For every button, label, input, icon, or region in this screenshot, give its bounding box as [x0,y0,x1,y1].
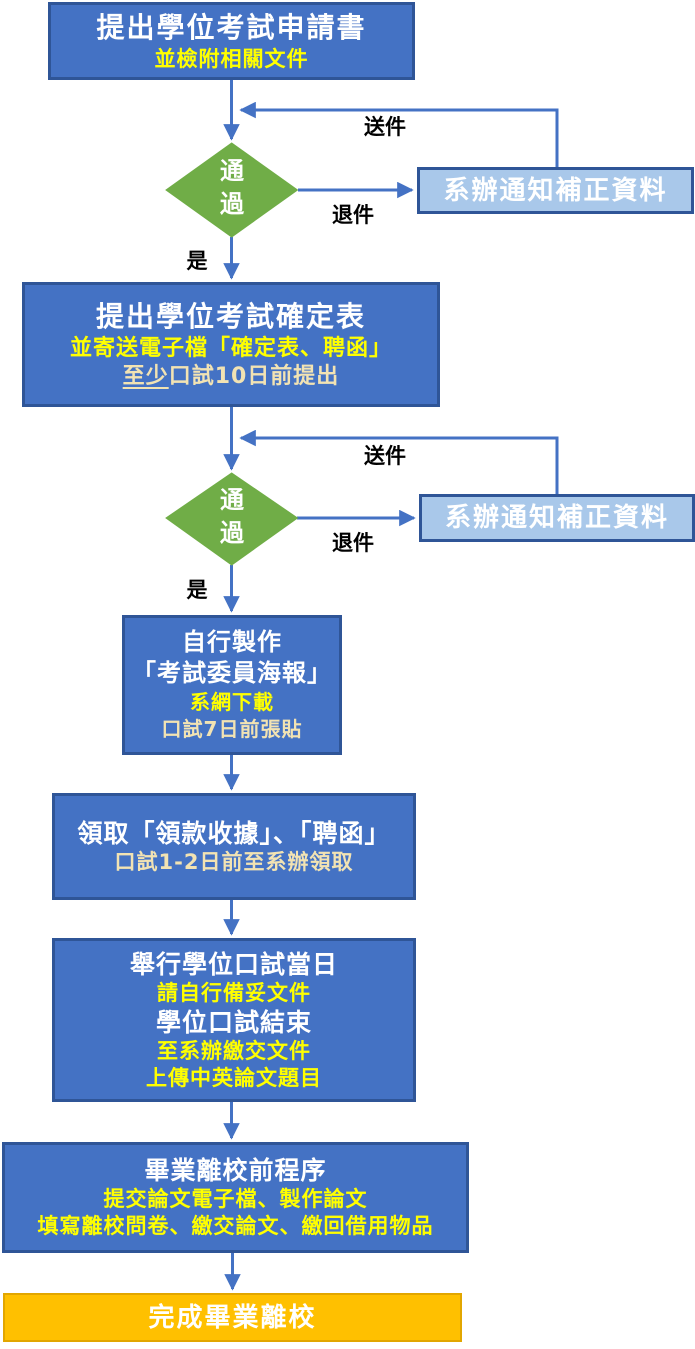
decision1-label: 通過 [220,157,244,218]
step1-note: 並檢附相關文件 [154,47,309,71]
notify2-box: 系辦通知補正資料 [419,494,695,542]
step3-note2: 口試7日前張貼 [161,717,303,741]
resubmit-label-1: 送件 [364,115,406,139]
step3-title-line1: 自行製作 [182,628,282,656]
final-box: 完成畢業離校 [3,1293,462,1342]
step5-line2: 請自行備妥文件 [157,980,311,1005]
step3-note1: 系網下載 [190,690,274,714]
arrow-notify2-loopback [239,429,559,494]
step1-title: 提出學位考試申請書 [96,11,367,44]
step4-box: 領取「領款收據」、「聘函」 口試1-2日前至系辦領取 [52,793,416,900]
step3-title-line2: 「考試委員海報」 [132,659,332,687]
step1-box: 提出學位考試申請書 並檢附相關文件 [48,2,415,80]
step2-note2-rest: 口試10日前提出 [168,364,340,389]
reject-label-1: 退件 [332,203,374,227]
arrow-notify1-loopback [239,101,559,167]
step6-note1: 提交論文電子檔、製作論文 [103,1187,368,1211]
step5-line1: 舉行學位口試當日 [129,949,338,979]
step5-box: 舉行學位口試當日 請自行備妥文件 學位口試結束 至系辦繳交文件 上傳中英論文題目 [52,938,416,1102]
step6-box: 畢業離校前程序 提交論文電子檔、製作論文 填寫離校問卷、繳交論文、繳回借用物品 [2,1142,469,1253]
step4-note: 口試1-2日前至系辦領取 [114,849,354,874]
step2-box: 提出學位考試確定表 並寄送電子檔「確定表、聘函」 至少口試10日前提出 [22,282,440,407]
step2-note2: 至少口試10日前提出 [123,363,340,391]
step2-title: 提出學位考試確定表 [95,300,366,333]
decision2-diamond [165,472,299,566]
step2-note2-underlined: 至少 [122,364,169,389]
yes-label-1: 是 [186,249,208,273]
step4-title: 領取「領款收據」、「聘函」 [77,818,391,848]
decision1-diamond [165,142,299,238]
step3-box: 自行製作 「考試委員海報」 系網下載 口試7日前張貼 [122,615,342,755]
step5-line4: 至系辦繳交文件 [157,1038,311,1063]
notify1-box: 系辦通知補正資料 [417,167,694,214]
step2-note1: 並寄送電子檔「確定表、聘函」 [69,336,392,361]
notify1-label: 系辦通知補正資料 [443,175,668,206]
step6-title: 畢業離校前程序 [144,1156,327,1185]
reject-label-2: 退件 [332,531,374,555]
step5-line5: 上傳中英論文題目 [146,1065,322,1090]
final-title: 完成畢業離校 [148,1302,317,1333]
notify2-label: 系辦通知補正資料 [444,503,669,533]
resubmit-label-2: 送件 [364,444,406,468]
step6-note2: 填寫離校問卷、繳交論文、繳回借用物品 [37,1214,434,1238]
yes-label-2: 是 [186,578,208,602]
decision2-label: 通過 [220,486,244,547]
step5-line3: 學位口試結束 [155,1007,312,1037]
